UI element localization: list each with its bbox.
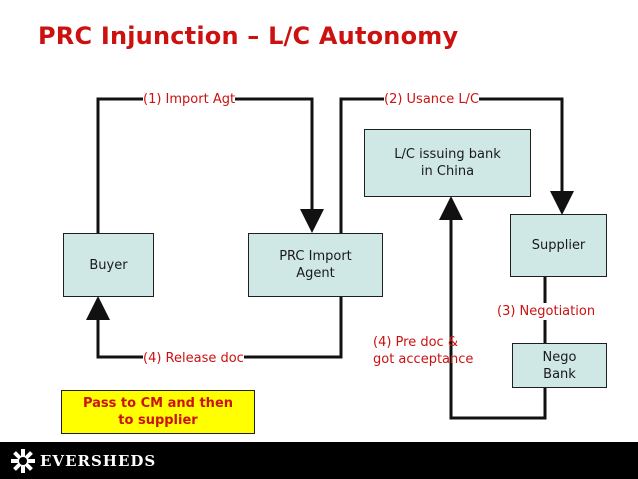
eversheds-logo-icon xyxy=(11,449,35,473)
import-agreement-connector xyxy=(96,97,324,233)
page-title: PRC Injunction – L/C Autonomy xyxy=(38,22,459,50)
brand-name: EVERSHEDS xyxy=(40,452,157,470)
step-usance-lc-label: (2) Usance L/C xyxy=(384,91,480,108)
step-pre-doc-label: (4) Pre doc & got acceptance xyxy=(373,335,474,367)
buyer-node: Buyer xyxy=(63,233,154,297)
nego-bank-node: Nego Bank xyxy=(512,343,607,388)
step-negotiation-label: (3) Negotiation xyxy=(497,303,596,320)
release-doc-connector xyxy=(86,296,343,359)
step-import-agt-label: (1) Import Agt xyxy=(143,91,236,108)
cm-note: Pass to CM and then to supplier xyxy=(61,390,255,434)
lc-issuing-bank-node: L/C issuing bank in China xyxy=(364,129,531,197)
step-release-doc-label: (4) Release doc xyxy=(143,350,244,367)
supplier-node: Supplier xyxy=(510,214,607,277)
pre-doc-connector xyxy=(439,196,547,420)
footer-bar: EVERSHEDS xyxy=(0,442,638,479)
prc-import-agent-node: PRC Import Agent xyxy=(248,233,383,297)
